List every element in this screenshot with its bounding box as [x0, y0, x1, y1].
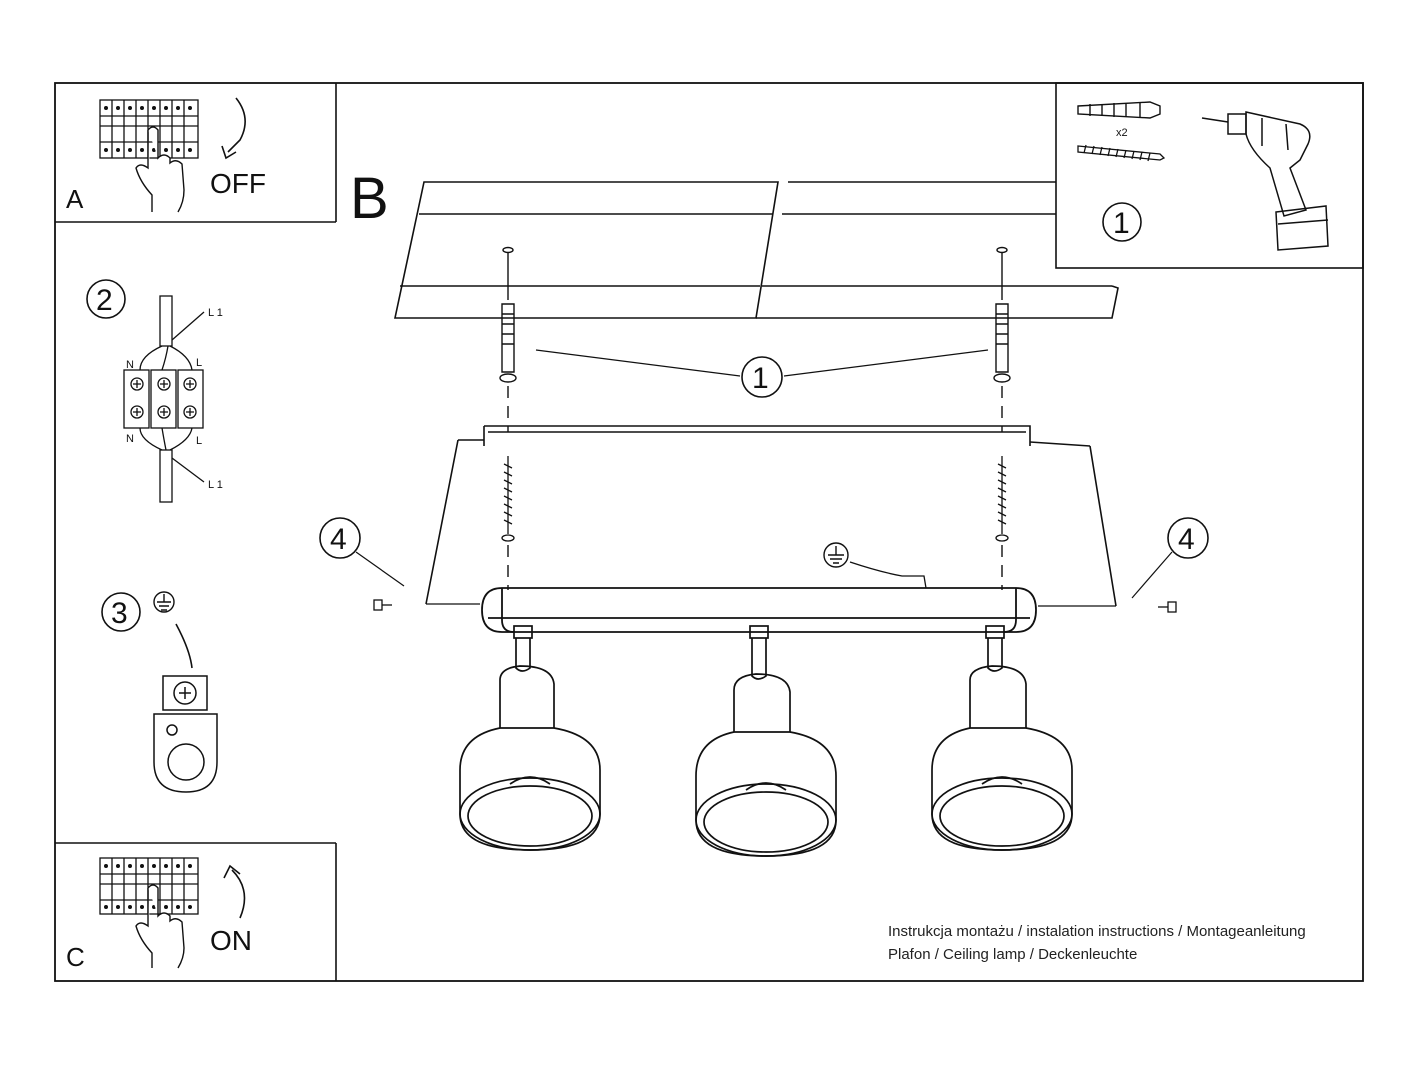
wire-n-bottom: N	[126, 433, 134, 445]
hand-icon	[135, 126, 185, 213]
ground-symbol-icon	[153, 591, 175, 613]
step-4-right-number: 4	[1178, 523, 1195, 556]
outer-frame	[54, 82, 1364, 982]
step-3-badge	[101, 592, 141, 632]
tools-box	[1055, 82, 1364, 269]
hardware-quantity: x2	[1116, 127, 1128, 139]
step-4-right-badge	[1167, 517, 1209, 559]
caption-product: Plafon / Ceiling lamp / Deckenleuchte	[888, 946, 1138, 963]
lamp-shade-right	[931, 625, 1073, 851]
drill-icon	[1201, 111, 1329, 251]
arrow-down-icon	[221, 97, 246, 160]
step-2-badge	[86, 279, 126, 319]
step-4-left-number: 4	[330, 523, 347, 556]
step-1-number: 1	[752, 362, 769, 395]
lamp-shade-left	[459, 625, 601, 851]
step-1-tools-number: 1	[1113, 207, 1130, 240]
lamp-shade-middle	[695, 625, 837, 857]
step-3-number: 3	[111, 597, 128, 630]
terminal-block-icon	[123, 295, 205, 503]
wall-plug-left	[499, 246, 517, 383]
panel-c-action: ON	[210, 925, 252, 956]
wire-l-bottom: L	[196, 435, 202, 447]
mounting-bracket-icon	[425, 425, 1117, 607]
lamp-body-icon	[481, 587, 1037, 633]
screw-left	[501, 456, 515, 542]
alignment-guides	[507, 386, 1003, 590]
step-4-left-leader	[355, 551, 405, 587]
wire-l1-bottom: L 1	[208, 479, 223, 491]
panel-a-letter: A	[66, 184, 84, 214]
screw-icon	[1077, 144, 1166, 162]
ground-wire	[175, 623, 193, 669]
bar-ground-wire	[849, 561, 927, 589]
wire-l1-top: L 1	[208, 307, 223, 319]
panel-a-action: OFF	[210, 168, 266, 199]
wall-plug-right	[993, 246, 1011, 383]
step-1-tools-badge	[1102, 202, 1142, 242]
caption-instructions: Instrukcja montażu / instalation instruc…	[888, 923, 1306, 940]
step-4-left-badge	[319, 517, 361, 559]
panel-c-letter: C	[66, 942, 85, 972]
ground-terminal-icon	[153, 675, 218, 793]
step-1-leader	[535, 349, 989, 377]
arrow-up-icon	[223, 864, 246, 919]
wire-l-top: L	[196, 357, 202, 369]
side-screw-right	[1158, 601, 1177, 613]
ceiling-icon	[394, 181, 1119, 319]
step-1-badge	[741, 356, 783, 398]
wall-plug-icon	[1077, 101, 1161, 119]
step-4-right-leader	[1131, 551, 1173, 599]
hand-icon-c	[135, 884, 185, 969]
screw-right	[995, 456, 1009, 542]
bar-ground-symbol	[823, 542, 849, 568]
panel-b-letter: B	[350, 166, 389, 231]
wire-n-top: N	[126, 359, 134, 371]
breaker-panel-icon-c	[99, 857, 199, 915]
side-screw-left	[373, 599, 392, 611]
step-2-number: 2	[96, 284, 113, 317]
